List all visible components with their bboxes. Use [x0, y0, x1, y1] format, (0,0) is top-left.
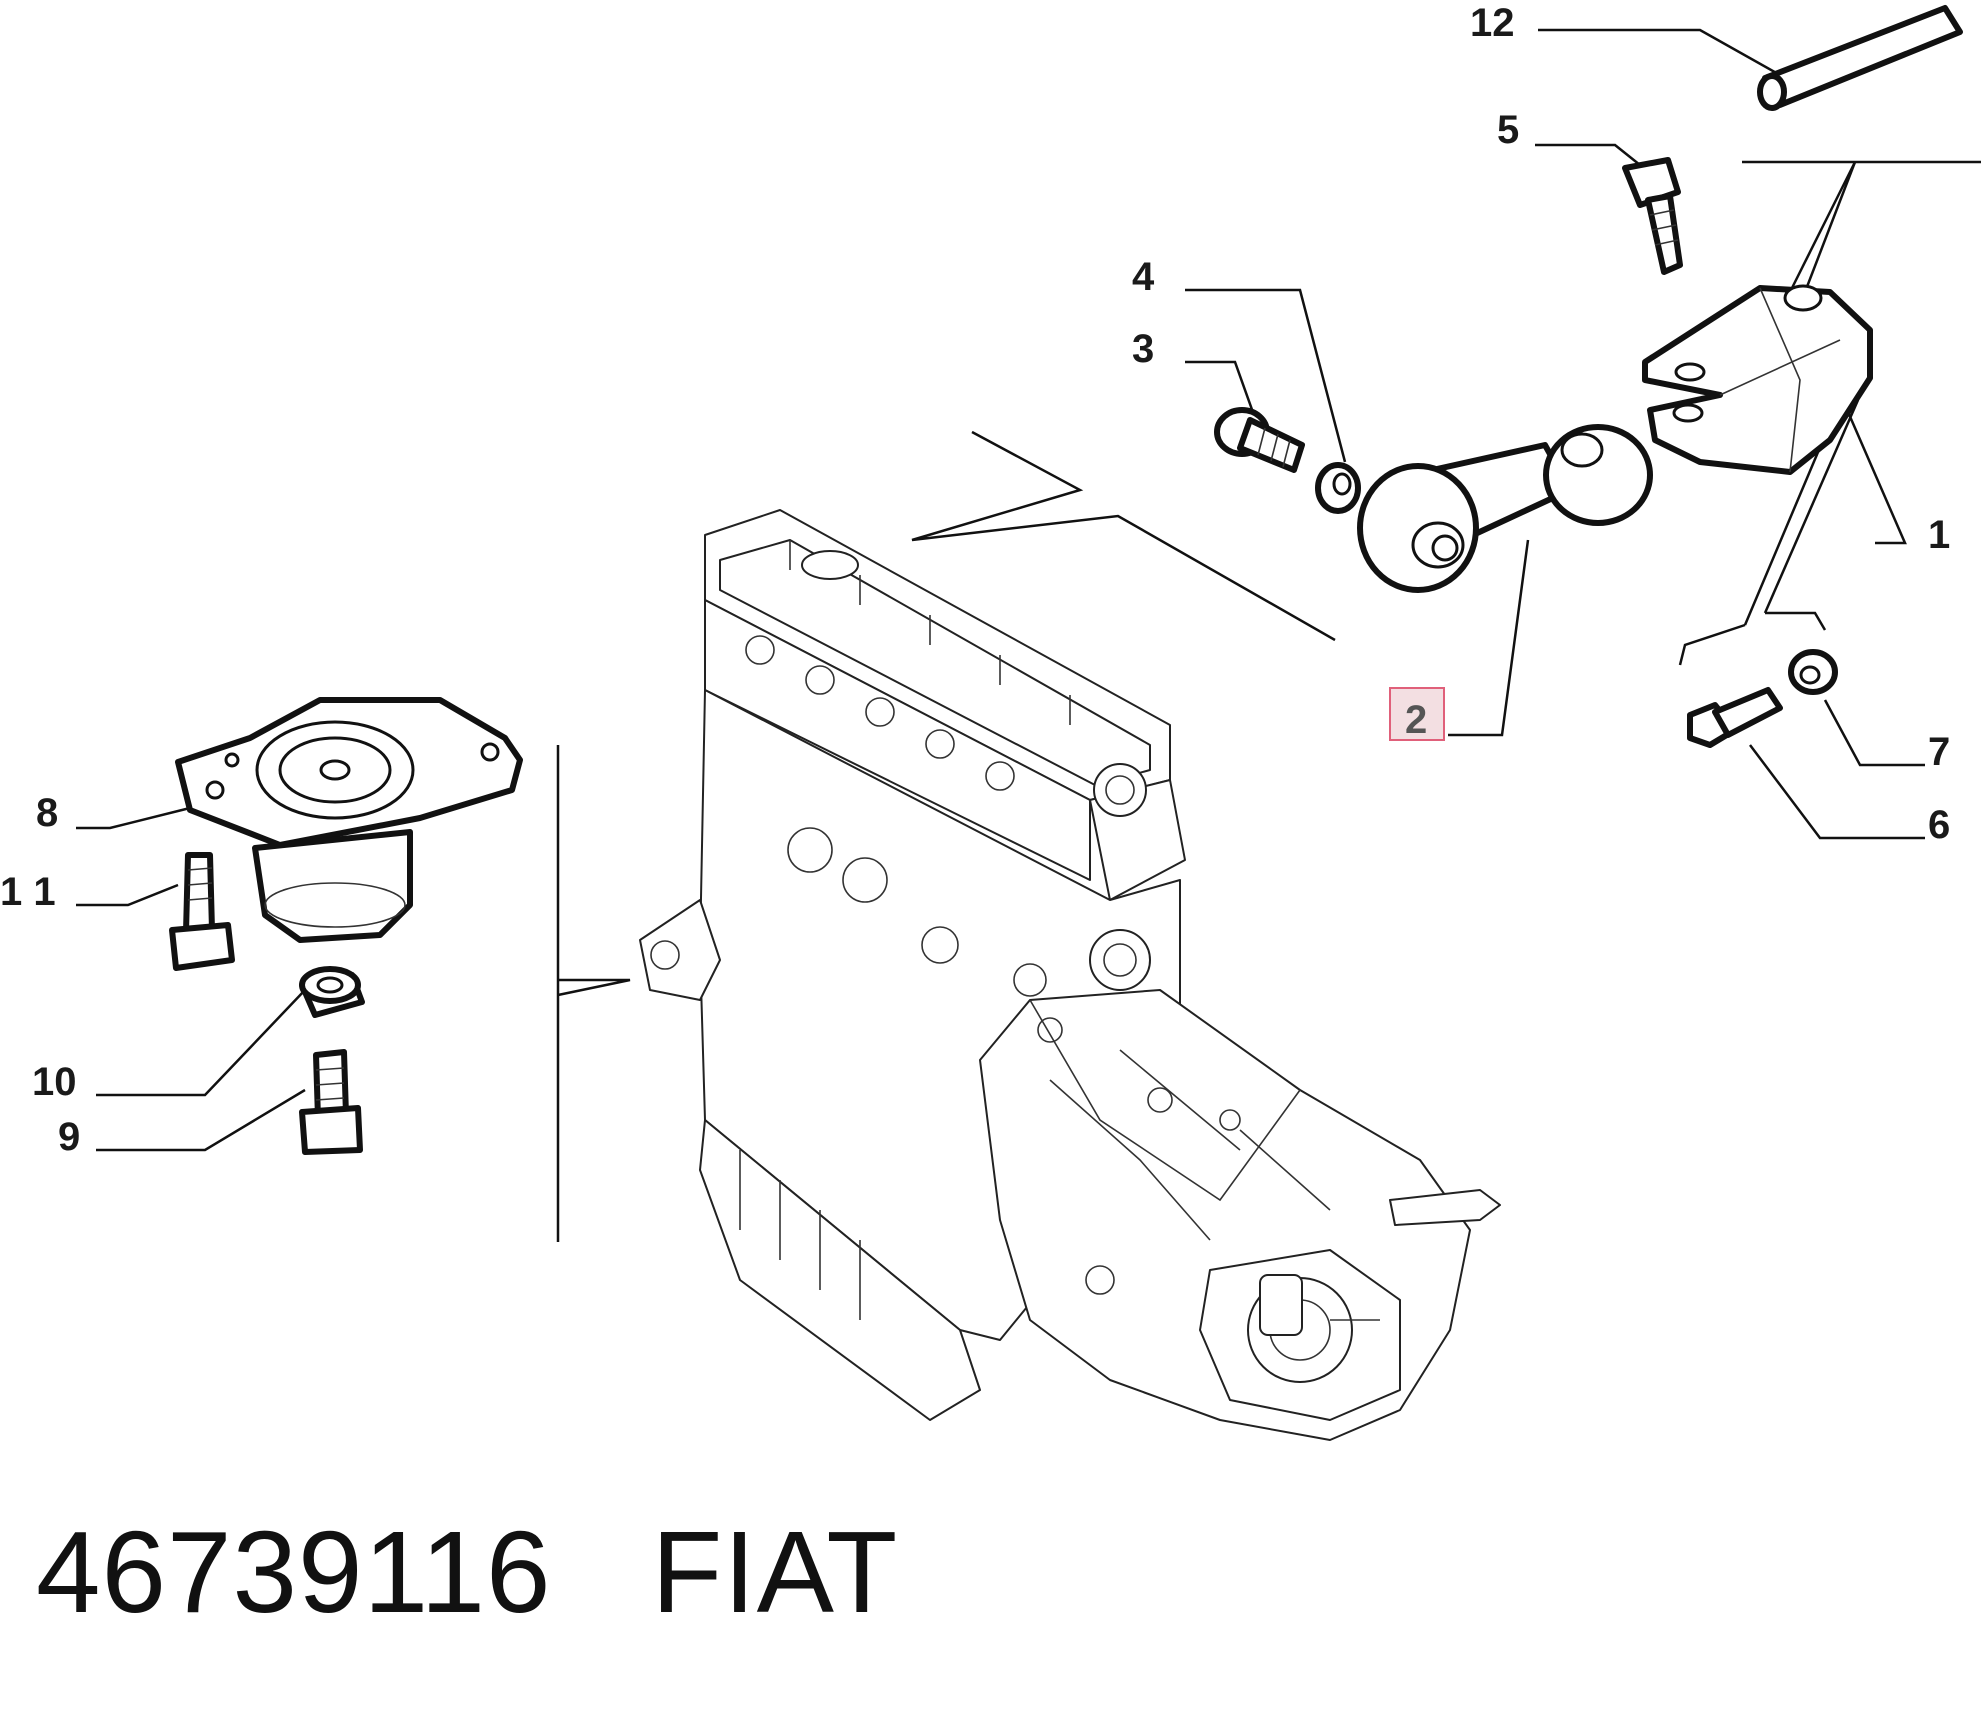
part-3-bolt [1214, 407, 1305, 473]
part-6-bolt [1687, 687, 1783, 748]
callout-10: 10 [32, 1060, 77, 1104]
callout-9: 9 [58, 1115, 80, 1159]
callout-12: 12 [1470, 1, 1515, 45]
part-number: 46739116 [36, 1507, 552, 1637]
callout-4: 4 [1132, 255, 1155, 299]
callout-5: 5 [1497, 108, 1519, 152]
callout-2[interactable]: 2 [1405, 698, 1427, 742]
part-12-rod [1757, 5, 1963, 111]
engine-assembly [639, 509, 1501, 1441]
part-9-bolt [299, 1049, 363, 1155]
callout-11: 1 1 [0, 870, 56, 914]
part-1-bracket [1642, 284, 1873, 475]
part-7-washer [1788, 649, 1838, 695]
part-5-bolt [1622, 157, 1683, 275]
part-11-stud-bolt [169, 852, 235, 971]
footer-caption: 46739116 FIAT [36, 1505, 898, 1639]
part-2-torque-rod [1357, 424, 1653, 593]
part-10-washer [299, 966, 365, 1018]
callout-6: 6 [1928, 803, 1950, 847]
callout-labels: 12 5 4 3 1 2 7 6 8 1 1 10 9 [0, 1, 1950, 1159]
part-4-washer [1315, 462, 1361, 514]
callout-1: 1 [1928, 513, 1950, 557]
callout-8: 8 [36, 791, 58, 835]
part-8-engine-mount [175, 697, 523, 943]
leader-lines [76, 28, 1981, 1242]
callout-7: 7 [1928, 730, 1950, 774]
callout-3: 3 [1132, 327, 1154, 371]
brand-name: FIAT [651, 1507, 899, 1637]
callout-2-highlight [1389, 687, 1445, 741]
